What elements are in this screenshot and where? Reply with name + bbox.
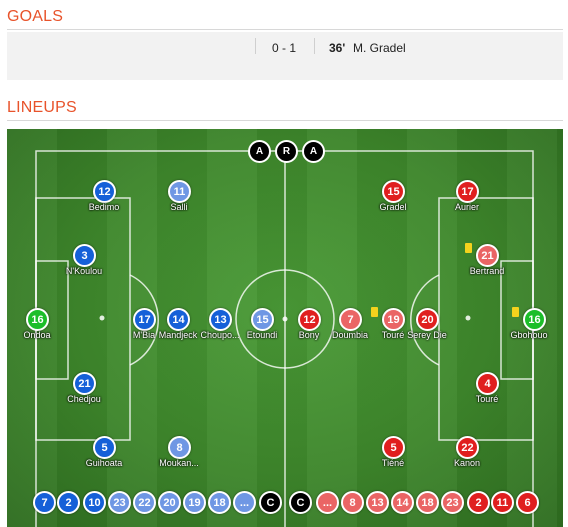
goals-title: GOALS <box>7 8 64 25</box>
goals-divider <box>7 29 563 30</box>
player-name: Kanon <box>453 458 481 468</box>
separator <box>255 38 256 54</box>
bench-player[interactable]: 20 <box>158 491 181 514</box>
player-number: 17 <box>133 308 156 331</box>
player-number: 21 <box>73 372 96 395</box>
player-number: 5 <box>93 436 116 459</box>
bench-player[interactable]: 22 <box>133 491 156 514</box>
player-name: Etoundi <box>246 330 278 340</box>
player-number: 8 <box>168 436 191 459</box>
player-number: 3 <box>73 244 96 267</box>
bench-player[interactable]: 13 <box>366 491 389 514</box>
coach-badge[interactable]: C <box>259 491 282 514</box>
player-name: Mandjeck <box>158 330 198 340</box>
player-number: 12 <box>298 308 321 331</box>
bench-player[interactable]: 7 <box>33 491 56 514</box>
coach-badge[interactable]: C <box>289 491 312 514</box>
goal-minute: 36' <box>329 41 346 55</box>
bench-player[interactable]: 19 <box>183 491 206 514</box>
bench-player[interactable]: 18 <box>416 491 439 514</box>
player-number: 12 <box>93 180 116 203</box>
player-name: Touré <box>381 330 405 340</box>
player-name: Choupo... <box>200 330 240 340</box>
lineups-divider <box>7 120 563 121</box>
yellow-card-icon <box>465 243 472 253</box>
player-name: N'Koulou <box>65 266 103 276</box>
player-number: 11 <box>168 180 191 203</box>
player-name: Tiéné <box>381 458 405 468</box>
bench-player[interactable]: 14 <box>391 491 414 514</box>
player-number: 22 <box>456 436 479 459</box>
bench-player[interactable]: 8 <box>341 491 364 514</box>
player-number: 5 <box>382 436 405 459</box>
yellow-card-icon <box>512 307 519 317</box>
player-number: 16 <box>26 308 49 331</box>
referee-assistant-1[interactable]: A <box>248 140 271 163</box>
yellow-card-icon <box>371 307 378 317</box>
player-number: 4 <box>476 372 499 395</box>
bench-player[interactable]: 6 <box>516 491 539 514</box>
player-name: Doumbia <box>331 330 369 340</box>
goals-panel: 0 - 1 36' M. Gradel <box>7 32 563 80</box>
bench-player[interactable]: 10 <box>83 491 106 514</box>
bench-player[interactable]: 23 <box>441 491 464 514</box>
match-score: 0 - 1 <box>272 41 297 55</box>
referee-assistant-2[interactable]: A <box>302 140 325 163</box>
pitch: A R A 12 Bedimo 11 Salli 3 N'Koulou 16 O… <box>7 129 563 527</box>
player-name: Guihoata <box>85 458 123 468</box>
player-name: Gbohouo <box>510 330 548 340</box>
player-name: Chedjou <box>67 394 101 404</box>
player-number: 7 <box>339 308 362 331</box>
player-name: Salli <box>170 202 188 212</box>
player-name: Bony <box>298 330 320 340</box>
player-number: 20 <box>416 308 439 331</box>
bench-player[interactable]: 2 <box>467 491 490 514</box>
player-name: Ondoa <box>23 330 51 340</box>
player-name: Serey Die <box>407 330 447 340</box>
player-number: 19 <box>382 308 405 331</box>
bench-player[interactable]: ... <box>233 491 256 514</box>
player-number: 16 <box>523 308 546 331</box>
player-number: 15 <box>382 180 405 203</box>
bench-player[interactable]: 2 <box>57 491 80 514</box>
player-number: 14 <box>167 308 190 331</box>
player-name: Touré <box>475 394 499 404</box>
bench-player[interactable]: 18 <box>208 491 231 514</box>
player-name: Bedimo <box>88 202 120 212</box>
player-name: Gradel <box>379 202 407 212</box>
lineups-title: LINEUPS <box>7 99 77 116</box>
bench-player[interactable]: 11 <box>491 491 514 514</box>
bench-player[interactable]: ... <box>316 491 339 514</box>
player-number: 15 <box>251 308 274 331</box>
bench-player[interactable]: 23 <box>108 491 131 514</box>
player-name: Bertrand <box>469 266 505 276</box>
player-number: 17 <box>456 180 479 203</box>
player-name: M'Bia <box>132 330 156 340</box>
goal-scorer[interactable]: M. Gradel <box>353 41 406 55</box>
referee-main[interactable]: R <box>275 140 298 163</box>
player-name: Moukan... <box>159 458 199 468</box>
player-number: 13 <box>209 308 232 331</box>
separator <box>314 38 315 54</box>
player-number: 21 <box>476 244 499 267</box>
player-name: Aurier <box>454 202 479 212</box>
